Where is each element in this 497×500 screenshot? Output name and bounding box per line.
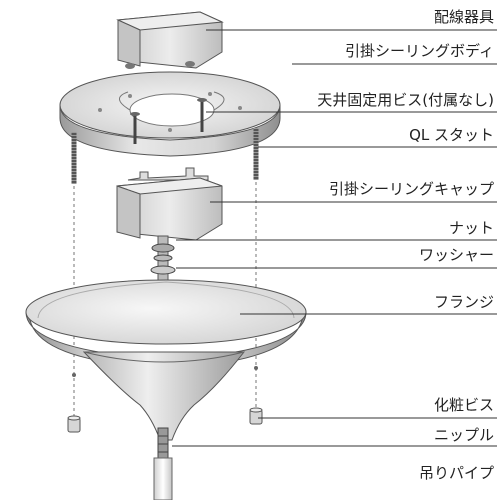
label-wiring-box: 配線器具 [434,8,494,26]
ql-stud-part [71,128,259,184]
label-hook-ceiling-body: 引掛シーリングボディ [345,42,494,60]
label-decorative-screw: 化粧ビス [434,396,494,414]
label-nut: ナット [449,219,494,237]
nipple-part [157,427,169,459]
wiring-box-part [116,11,224,69]
nut-washer-part [150,235,176,285]
pendant-pipe-part [153,457,173,500]
label-ceiling-screw: 天井固定用ビス(付属なし) [317,91,494,109]
flange-part [25,279,307,441]
ceiling-ring-part [59,71,281,157]
label-hook-ceiling-cap: 引掛シーリングキャップ [329,180,494,198]
label-pendant-pipe: 吊りパイプ [419,464,494,482]
label-ql-stud: QL スタット [409,126,494,144]
ceiling-screw-part [130,98,207,144]
decorative-screw-part [67,407,263,433]
label-flange: フランジ [434,293,494,311]
label-nipple: ニップル [434,426,494,444]
leader-lines [172,29,497,447]
label-washer: ワッシャー [419,246,494,264]
hook-ceiling-cap-part [116,167,223,241]
